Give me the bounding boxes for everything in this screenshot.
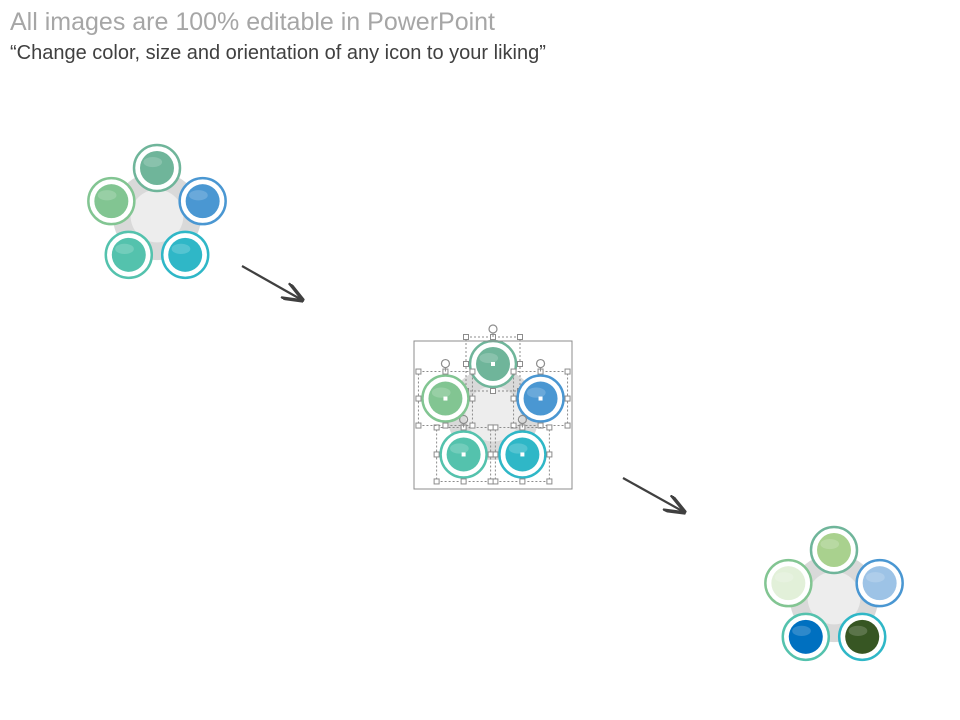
resize-handle[interactable] <box>546 478 553 485</box>
circle-fill <box>771 566 806 601</box>
resize-handle[interactable] <box>490 388 496 394</box>
resize-handle[interactable] <box>519 478 526 485</box>
resize-handle[interactable] <box>492 451 499 458</box>
circle-highlight <box>143 156 163 168</box>
center-marker <box>443 396 448 401</box>
circle-fill <box>862 566 897 601</box>
circle-highlight <box>189 190 208 201</box>
page-title: All images are 100% editable in PowerPoi… <box>10 8 495 36</box>
rotate-handle-icon[interactable] <box>440 358 451 369</box>
circle-highlight <box>526 387 546 398</box>
resize-handle[interactable] <box>537 422 544 429</box>
resize-handle[interactable] <box>460 478 467 485</box>
circle-fill <box>788 619 823 654</box>
center-marker <box>491 362 495 366</box>
original-icon[interactable] <box>87 143 227 280</box>
selected-icon[interactable] <box>413 324 573 490</box>
arrow-right-down-icon <box>622 477 684 512</box>
resize-handle[interactable] <box>433 478 440 485</box>
left-circle[interactable] <box>87 176 136 226</box>
circle-fill <box>845 619 880 654</box>
bottom-right-circle[interactable] <box>492 414 553 485</box>
circle-highlight <box>450 443 469 454</box>
resize-handle[interactable] <box>415 368 422 375</box>
bottom-right-circle[interactable] <box>837 612 887 662</box>
resize-handle[interactable] <box>564 422 571 429</box>
center-marker <box>538 396 543 401</box>
resize-handle[interactable] <box>546 451 553 458</box>
circle-highlight <box>97 190 117 201</box>
resize-handle[interactable] <box>415 422 422 429</box>
circle-highlight <box>792 625 811 636</box>
circle-highlight <box>508 443 528 454</box>
right-circle[interactable] <box>178 176 227 226</box>
resize-handle[interactable] <box>510 368 517 375</box>
resize-handle[interactable] <box>469 368 476 375</box>
page-subtitle: “Change color, size and orientation of a… <box>10 42 546 64</box>
arrow-right-down-icon <box>241 265 302 300</box>
left-circle[interactable] <box>764 558 813 608</box>
circle-highlight <box>479 352 499 364</box>
resize-handle[interactable] <box>442 422 449 429</box>
resize-handle[interactable] <box>463 334 469 340</box>
resize-handle[interactable] <box>564 368 571 375</box>
top-circle[interactable] <box>132 143 182 193</box>
circle-highlight <box>866 572 885 583</box>
resize-handle[interactable] <box>487 451 494 458</box>
circle-highlight <box>848 625 868 636</box>
circle-highlight <box>115 243 134 254</box>
circle-fill <box>168 237 203 272</box>
hub-center <box>465 386 521 442</box>
circle-highlight <box>820 538 840 550</box>
resize-handle[interactable] <box>510 395 517 402</box>
rotate-handle-icon[interactable] <box>535 358 546 369</box>
hub-center <box>130 189 184 243</box>
right-circle[interactable] <box>855 558 904 608</box>
resize-handle[interactable] <box>492 424 499 431</box>
rotate-handle-icon[interactable] <box>488 324 498 334</box>
center-marker <box>520 452 525 457</box>
circle-fill <box>817 533 851 567</box>
circle-fill <box>185 184 220 219</box>
resize-handle[interactable] <box>517 361 523 367</box>
resize-handle[interactable] <box>564 395 571 402</box>
circle-fill <box>111 237 146 272</box>
resize-handle[interactable] <box>517 334 523 340</box>
resize-handle[interactable] <box>433 424 440 431</box>
resize-handle[interactable] <box>487 478 494 485</box>
center-marker <box>461 452 466 457</box>
resize-handle[interactable] <box>415 395 422 402</box>
resize-handle[interactable] <box>433 451 440 458</box>
left-circle[interactable] <box>415 358 476 429</box>
resize-handle[interactable] <box>546 424 553 431</box>
circle-highlight <box>431 387 451 398</box>
bottom-left-circle[interactable] <box>104 230 154 280</box>
resize-handle[interactable] <box>487 424 494 431</box>
bottom-right-circle[interactable] <box>160 230 210 280</box>
resize-handle[interactable] <box>492 478 499 485</box>
right-circle[interactable] <box>510 358 571 429</box>
hub-center <box>807 571 861 625</box>
circle-fill <box>94 184 129 219</box>
bottom-left-circle[interactable] <box>781 612 831 662</box>
resize-handle[interactable] <box>510 422 517 429</box>
circle-highlight <box>774 572 794 583</box>
circle-fill <box>140 151 174 185</box>
recolored-icon[interactable] <box>764 525 904 662</box>
resize-handle[interactable] <box>469 395 476 402</box>
group-selection-box <box>413 340 573 490</box>
top-circle[interactable] <box>809 525 859 575</box>
bottom-left-circle[interactable] <box>433 414 494 485</box>
resize-handle[interactable] <box>469 422 476 429</box>
resize-handle[interactable] <box>463 361 469 367</box>
circle-highlight <box>171 243 191 254</box>
